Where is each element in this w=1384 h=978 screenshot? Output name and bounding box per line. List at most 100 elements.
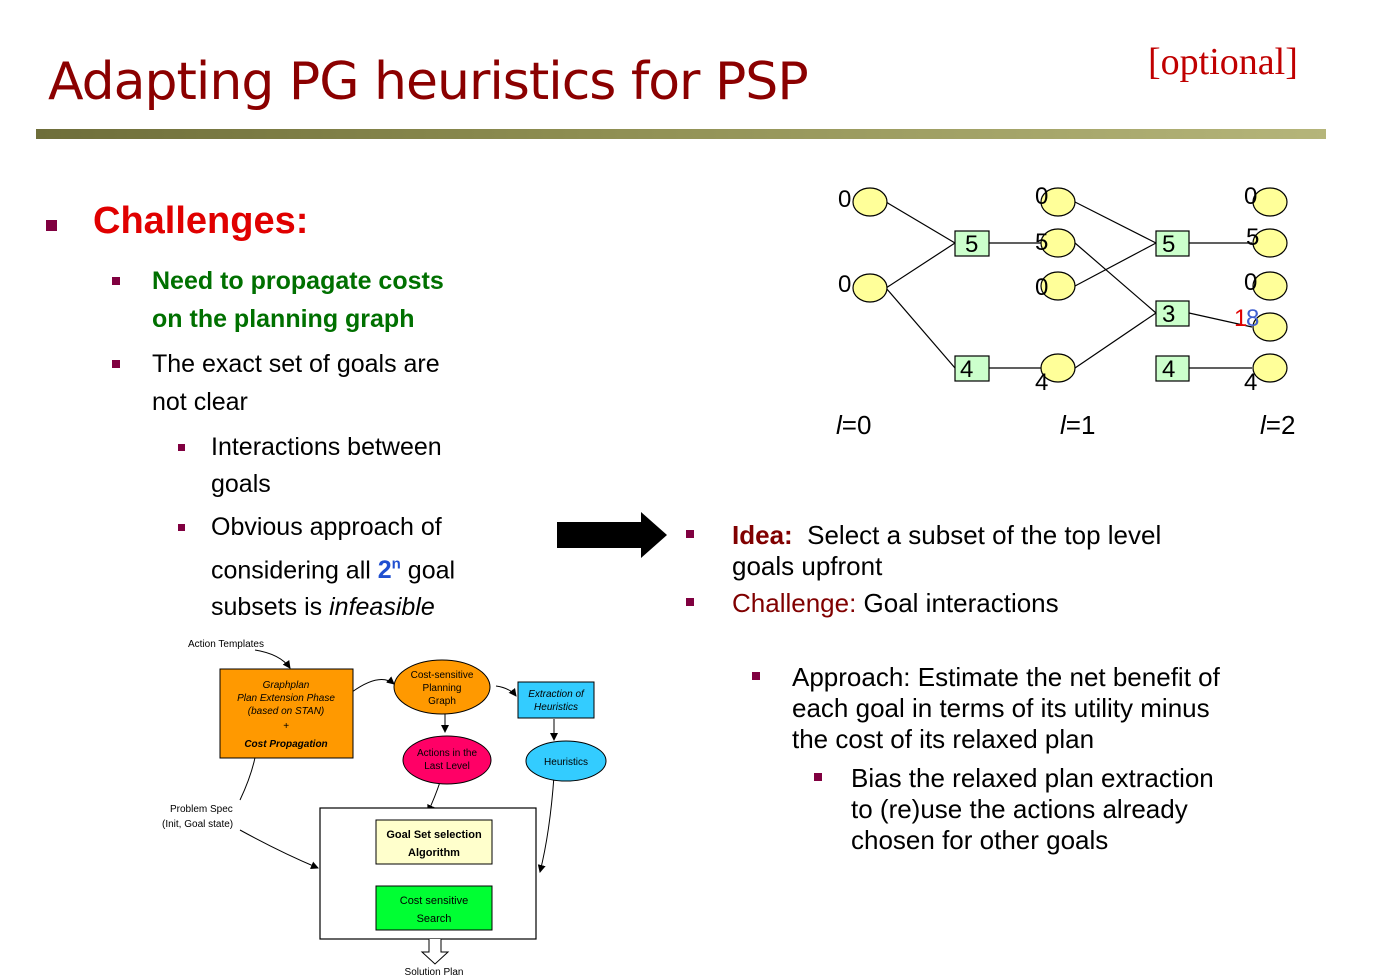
bullet-idea: Idea: Select a subset of the top level g… [686,520,1161,582]
proposition-node [1252,187,1288,217]
goal-set-line-1: Goal Set selection [386,829,482,841]
bullet-marker [46,220,57,231]
bullet-bias: Bias the relaxed plan extraction to (re)… [814,763,1214,856]
cost-search-line-1: Cost sensitive [400,895,468,907]
idea-line-1: Idea: Select a subset of the top level [732,520,1161,551]
level1-cost: 5 [1035,229,1048,256]
cspg-line-2: Planning [423,683,462,694]
level1-cost: 4 [1035,369,1048,396]
extraction-line-2: Heuristics [534,702,578,713]
approach-line-1: Approach: Estimate the net benefit of [792,662,1220,692]
approach-line-3: the cost of its relaxed plan [792,724,1095,754]
bullet-marker [686,530,694,538]
cost-search-line-2: Search [417,913,452,925]
level2-cost: 4 [1244,369,1257,396]
level2-cost-highlight: 8 [1246,305,1259,332]
idea-line-2: goals upfront [732,551,883,581]
title-underline [36,129,1326,139]
idea-label: Idea: [732,520,793,550]
level1-cost: 0 [1035,274,1048,301]
level-label-1: l=1 [1060,410,1095,440]
action1-cost: 5 [1162,231,1175,258]
graphplan-line-1: Graphplan [263,680,310,691]
bullet-exact-goals: The exact set of goals are not clear [112,345,440,421]
action1-cost: 4 [1162,356,1175,383]
two-power-n: 2n [378,556,401,584]
interactions-line-1: Interactions between [211,433,442,461]
bullet-marker [752,672,760,680]
power-base: 2 [377,556,392,585]
proposition-node [852,273,888,303]
slide-title: Adapting PG heuristics for PSP [48,52,809,112]
graphplan-line-3: (based on STAN) [248,706,325,717]
action0-cost: 5 [965,231,978,258]
actions-line-2: Last Level [424,761,470,772]
graphplan-plus: + [283,721,289,732]
output-arrow-icon [420,939,450,965]
bullet-challenge: Challenge: Goal interactions [686,588,1059,619]
idea-text: Select a subset of the top level [792,520,1162,550]
approach-line-2: each goal in terms of its utility minus [792,693,1210,723]
heuristics-node [525,740,607,782]
action-node [954,355,990,382]
bullet-marker [178,524,185,531]
extraction-box [517,681,595,719]
proposition-node [1040,228,1076,258]
obvious-approach-line-3: subsets is infeasible [211,589,455,626]
level2-cost-highlight: 1 [1234,305,1247,332]
planning-graph: 0 0 5 4 0 5 0 4 5 3 4 0 5 0 1 8 4 l=0 l=… [836,183,1295,440]
bullet-approach: Approach: Estimate the net benefit of ea… [752,662,1220,755]
cost-sensitive-search-box [375,885,493,931]
cspg-line-3: Graph [428,696,456,707]
bullet-challenges: Challenges: [46,200,308,243]
goal-set-line-2: Algorithm [408,847,460,859]
infeasible-text: infeasible [329,593,435,622]
action1-cost: 3 [1162,301,1175,328]
bullet-marker [112,277,120,285]
action-node [954,230,990,257]
proposition-node [1040,271,1076,301]
propagate-costs-line-2: on the planning graph [152,305,415,333]
right-arrow-icon [557,512,667,558]
level0-cost: 0 [838,186,851,213]
bias-line-3: chosen for other goals [851,825,1109,855]
proposition-node [1252,271,1288,301]
bias-line-2: to (re)use the actions already [851,794,1188,824]
graphplan-line-2: Plan Extension Phase [237,693,335,704]
exact-goals-line-1: The exact set of goals are [152,350,440,378]
solution-plan-label: Solution Plan [405,967,464,978]
problem-spec-line-1: Problem Spec [170,804,233,815]
obvious-approach-line-1: Obvious approach of [211,513,442,541]
considering-text: considering all [211,556,378,585]
propagate-costs-line-1: Need to propagate costs [152,267,444,295]
action-node [1155,300,1190,327]
level0-cost: 0 [838,271,851,298]
level2-cost: 0 [1244,183,1257,210]
proposition-node [1252,312,1288,342]
proposition-node [1252,228,1288,258]
exact-goals-line-2: not clear [152,388,248,416]
challenge-text: Goal interactions [856,588,1059,618]
goal-text: goal [400,556,456,585]
level-label-0: l=0 [836,410,871,440]
graphplan-line-4: Cost Propagation [244,739,327,750]
proposition-node [852,187,888,217]
bias-line-1: Bias the relaxed plan extraction [851,763,1214,793]
proposition-node [1040,353,1076,383]
action0-cost: 4 [960,356,973,383]
challenge-label: Challenge: [732,588,857,618]
bullet-obvious-approach: Obvious approach of considering all 2n g… [178,509,455,626]
cost-sensitive-pg-node [393,659,491,715]
action-node [1155,355,1190,382]
bullet-interactions: Interactions between goals [178,429,442,503]
heuristics-label: Heuristics [544,757,588,768]
cspg-line-1: Cost-sensitive [411,670,474,681]
optional-tag: [optional] [1148,41,1298,83]
action-templates-label: Action Templates [188,639,264,650]
level2-cost: 0 [1244,269,1257,296]
interactions-line-2: goals [211,470,271,498]
bullet-marker [178,444,185,451]
proposition-node [1252,353,1288,383]
problem-spec-line-2: (Init, Goal state) [162,819,233,830]
level1-cost: 0 [1035,183,1048,210]
